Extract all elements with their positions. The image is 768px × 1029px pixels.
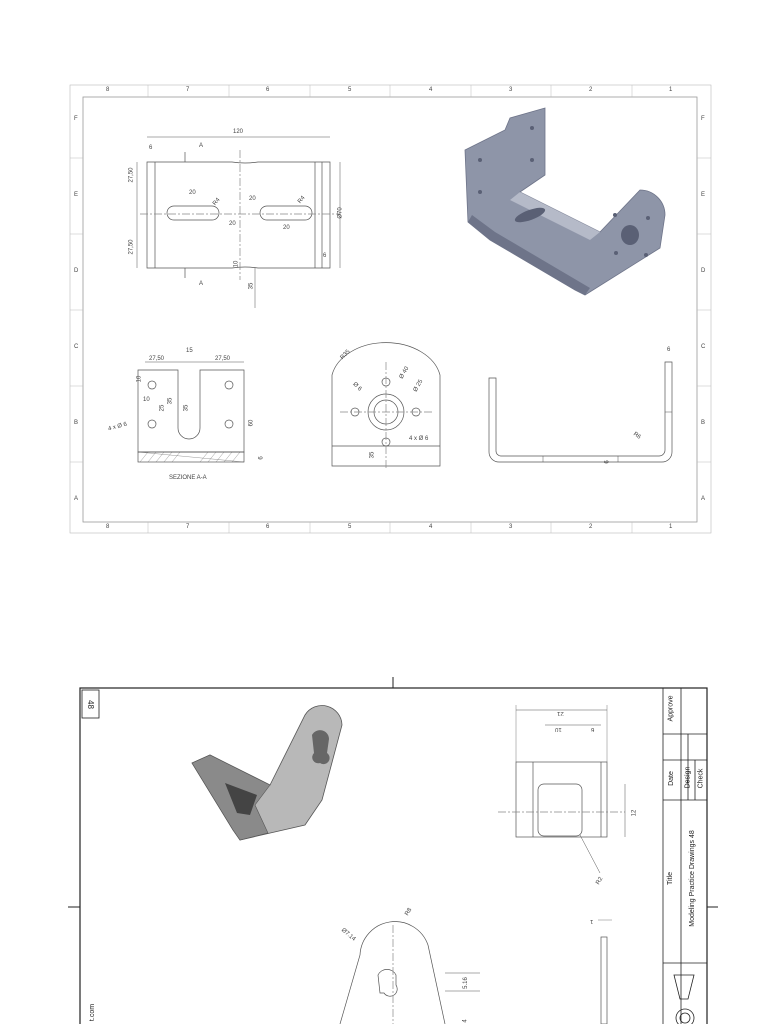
side-view bbox=[488, 361, 673, 463]
zone-col-3-bottom: 3 bbox=[509, 524, 513, 530]
drawing-sheet-lower: 48 t.com Approve Date Design Check Title… bbox=[0, 675, 768, 1029]
dim-section-60: 60 bbox=[248, 419, 255, 427]
zone-col-6-bottom: 6 bbox=[266, 524, 270, 530]
dim-section-35: 35 bbox=[167, 397, 174, 405]
dim-section-27-left: 27,50 bbox=[149, 356, 165, 362]
zone-row-F-left: F bbox=[74, 116, 78, 122]
zone-col-5-top: 5 bbox=[348, 87, 352, 93]
zone-row-A-right: A bbox=[701, 496, 706, 502]
section-title: SEZIONE A-A bbox=[169, 475, 207, 481]
bracket-3d-model bbox=[464, 107, 666, 296]
sheet-lower-svg bbox=[68, 677, 718, 1029]
dim-arc-depth: 10 bbox=[233, 260, 240, 268]
sheet2-frame bbox=[79, 687, 708, 1029]
zone-col-8-bottom: 8 bbox=[106, 524, 110, 530]
dim-slot-spacing: 20 bbox=[249, 196, 256, 202]
zone-col-4-bottom: 4 bbox=[429, 524, 433, 530]
watermark-text: t.com bbox=[89, 1003, 97, 1022]
zone-col-6-top: 6 bbox=[266, 87, 270, 93]
zone-col-4-top: 4 bbox=[429, 87, 433, 93]
dim-sheet2-21: 21 bbox=[557, 710, 564, 716]
front-view bbox=[331, 342, 441, 470]
dim-edge-offset-right: 6 bbox=[323, 253, 327, 259]
zone-row-C-right: C bbox=[701, 344, 706, 350]
outer-frame bbox=[69, 84, 712, 534]
section-mark-bottom: A bbox=[199, 281, 204, 287]
dim-slot-gap-lower-1: 20 bbox=[229, 221, 236, 227]
dim-sheet2-12: 12 bbox=[631, 809, 638, 817]
dim-front-holes: 4 x Ø 6 bbox=[409, 436, 429, 442]
dim-sheet2-1: 1 bbox=[590, 918, 594, 924]
zone-col-2-top: 2 bbox=[589, 87, 593, 93]
lbracket-3d-model bbox=[191, 705, 343, 841]
dim-front-35: 35 bbox=[369, 451, 376, 459]
zone-row-C-left: C bbox=[74, 344, 79, 350]
dim-overall-width: 120 bbox=[233, 129, 244, 135]
sheet2-front-view bbox=[339, 919, 612, 1025]
sheet-number-box bbox=[81, 689, 100, 719]
title-design: Design bbox=[684, 766, 692, 789]
zone-col-5-bottom: 5 bbox=[348, 524, 352, 530]
dim-sheet2-4: 4 bbox=[462, 1019, 469, 1023]
dim-sheet2-10: 10 bbox=[555, 726, 562, 732]
drawing-sheet-upper: 8 7 6 5 4 3 2 1 8 7 6 5 4 3 2 1 F E D C … bbox=[69, 84, 712, 534]
zone-row-E-left: E bbox=[74, 192, 79, 198]
zone-row-F-right: F bbox=[701, 116, 705, 122]
dim-section-25: 25 bbox=[159, 404, 166, 412]
zone-col-1-top: 1 bbox=[669, 87, 673, 93]
zone-row-D-right: D bbox=[701, 268, 706, 274]
title-label: Title bbox=[666, 872, 674, 885]
zone-col-3-top: 3 bbox=[509, 87, 513, 93]
sheet-upper-svg bbox=[69, 84, 712, 534]
drawing-name: Modeling Practice Drawings 48 bbox=[688, 830, 696, 927]
dim-half-height-top: 27,50 bbox=[128, 167, 135, 183]
dim-sheet2-5-16: 5.16 bbox=[462, 977, 469, 989]
dim-half-height-bottom: 27,50 bbox=[128, 239, 135, 255]
zone-row-B-right: B bbox=[701, 420, 706, 426]
dim-slot-gap-lower-2: 20 bbox=[283, 225, 290, 231]
dim-sheet2-6: 6 bbox=[591, 726, 595, 732]
dim-edge-offset-left: 6 bbox=[149, 145, 153, 151]
zone-col-8-top: 8 bbox=[106, 87, 110, 93]
dim-section-10-a: 10 bbox=[136, 375, 143, 383]
dim-section-35-b: 35 bbox=[183, 404, 190, 412]
dim-section-6: 6 bbox=[258, 456, 265, 460]
dim-section-10-b: 10 bbox=[143, 397, 150, 403]
zone-col-1-bottom: 1 bbox=[669, 524, 673, 530]
dim-slot-length-left: 20 bbox=[189, 190, 196, 196]
title-approve: Approve bbox=[667, 695, 675, 722]
zone-row-E-right: E bbox=[701, 192, 706, 198]
zone-row-B-left: B bbox=[74, 420, 79, 426]
top-view-flat bbox=[136, 136, 341, 308]
dim-section-15: 15 bbox=[186, 348, 193, 354]
dim-side-6-bottom: 6 bbox=[604, 460, 611, 464]
sheet-number: 48 bbox=[85, 700, 95, 709]
zone-ticks bbox=[70, 85, 711, 533]
section-view bbox=[137, 361, 245, 463]
dim-diameter-70: Ø70 bbox=[337, 207, 344, 219]
zone-col-7-bottom: 7 bbox=[186, 524, 190, 530]
title-date: Date bbox=[667, 771, 675, 786]
dim-arc-offset: 35 bbox=[248, 282, 255, 290]
zone-row-A-left: A bbox=[74, 496, 79, 502]
dim-side-6-top: 6 bbox=[667, 347, 671, 353]
zone-row-D-left: D bbox=[74, 268, 79, 274]
title-check: Check bbox=[697, 768, 705, 789]
zone-col-7-top: 7 bbox=[186, 87, 190, 93]
section-mark-top: A bbox=[199, 143, 204, 149]
dim-section-27-right: 27,50 bbox=[215, 356, 231, 362]
sheet2-top-view bbox=[498, 705, 626, 874]
title-block bbox=[662, 688, 707, 1029]
zone-col-2-bottom: 2 bbox=[589, 524, 593, 530]
